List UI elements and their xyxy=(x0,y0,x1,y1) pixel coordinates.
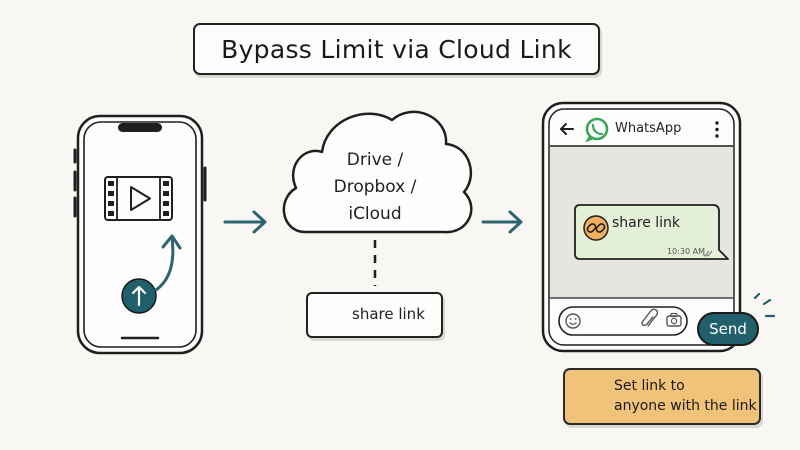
read-ticks-icon xyxy=(702,250,713,257)
emoji-icon[interactable] xyxy=(565,313,581,329)
cloud-label: Drive / Dropbox / iCloud xyxy=(300,147,450,228)
source-phone xyxy=(73,114,207,355)
back-arrow-icon[interactable] xyxy=(560,123,574,135)
send-sparkle xyxy=(753,292,776,318)
page-title: Bypass Limit via Cloud Link xyxy=(193,23,600,75)
upload-arrow-icon xyxy=(121,234,182,314)
kebab-menu-icon[interactable] xyxy=(715,121,719,138)
cloud-line: Dropbox / xyxy=(333,177,417,197)
paperclip-icon[interactable] xyxy=(641,308,659,327)
tip-card xyxy=(563,368,761,425)
cloud-line: iCloud xyxy=(348,204,402,224)
whatsapp-title: WhatsApp xyxy=(615,121,682,136)
camera-icon[interactable] xyxy=(666,312,682,327)
tip-line: Set link to xyxy=(614,378,685,394)
share-link-label: share link xyxy=(352,305,425,323)
message-bubble[interactable] xyxy=(574,204,729,260)
cloud-line: Drive / xyxy=(346,150,404,170)
video-file-icon xyxy=(104,176,173,221)
arrow-to-whatsapp xyxy=(481,210,523,234)
link-icon xyxy=(583,215,609,241)
message-time: 10:30 AM xyxy=(667,247,705,256)
tip-text: Set link to anyone with the link xyxy=(614,376,759,416)
message-text: share link xyxy=(612,215,681,231)
share-link-card[interactable] xyxy=(306,292,443,338)
message-input[interactable] xyxy=(558,306,688,336)
tip-line: anyone with the link xyxy=(614,398,757,414)
cloud-storage xyxy=(282,110,473,234)
whatsapp-logo-icon xyxy=(585,117,609,143)
send-button[interactable]: Send xyxy=(697,312,759,346)
arrow-to-cloud xyxy=(223,210,267,234)
